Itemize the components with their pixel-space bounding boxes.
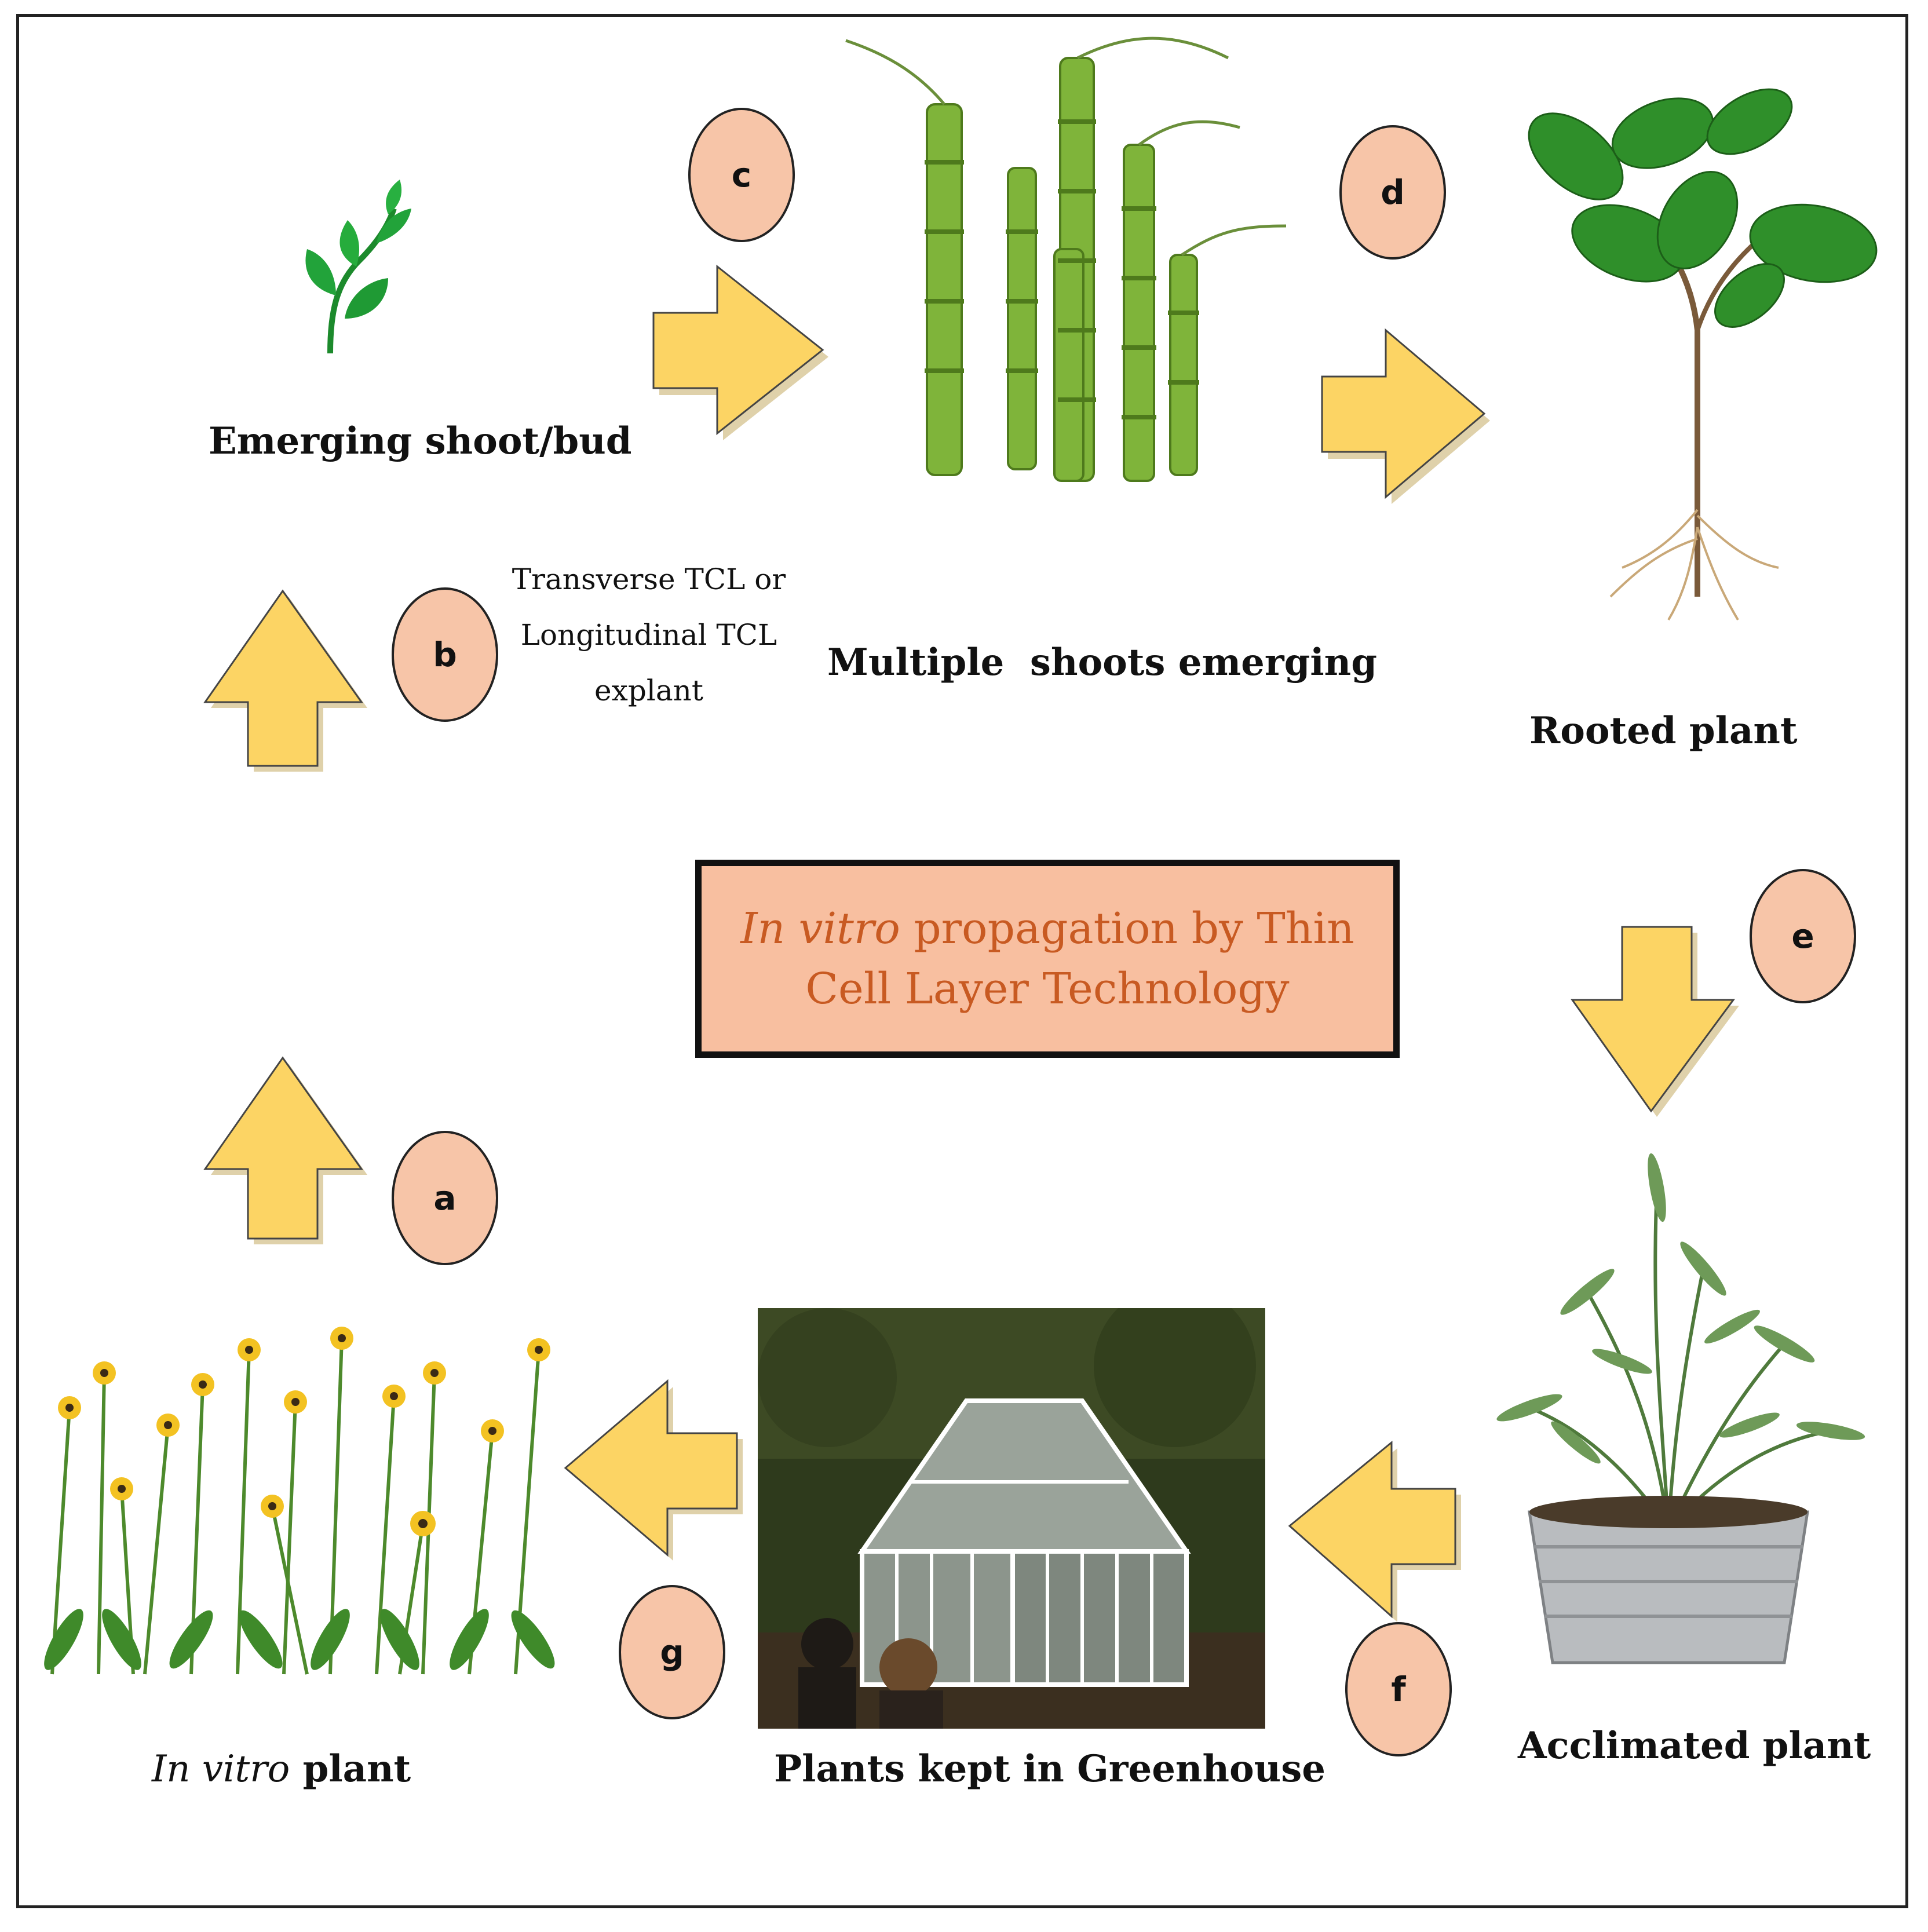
arrow-b-up <box>203 589 367 772</box>
explant-note-line2: Longitudinal TCL <box>520 618 777 652</box>
arrow-a-up <box>203 1056 367 1244</box>
arrow-f-left <box>1288 1440 1461 1622</box>
greenhouse-photo <box>758 1308 1265 1729</box>
step-badge-a: a <box>392 1131 498 1265</box>
step-badge-b: b <box>392 587 498 722</box>
step-badge-e: e <box>1750 869 1856 1003</box>
label-greenhouse: Plants kept in Greenhouse <box>774 1747 1326 1791</box>
label-in-vitro-plant: In vitro plant <box>152 1747 411 1791</box>
title-line2: Cell Layer Technology <box>805 964 1290 1014</box>
label-rooted-plant: Rooted plant <box>1529 709 1798 753</box>
title-italic: In vitro <box>740 904 900 954</box>
step-badge-c: c <box>688 108 795 242</box>
sprout-icon <box>305 180 411 354</box>
potted-rosemary-image <box>1496 1153 1865 1664</box>
arrow-g-left <box>564 1379 743 1561</box>
label-multiple-shoots: Multiple shoots emerging <box>827 641 1377 684</box>
explant-note-line3: explant <box>594 674 703 707</box>
label-in-vitro-rest: plant <box>302 1747 411 1791</box>
explant-note-line1: Transverse TCL or <box>512 563 786 596</box>
yellow-flowers-image <box>44 1327 555 1675</box>
label-in-vitro-italic: In vitro <box>152 1748 290 1791</box>
arrow-d-right <box>1321 328 1490 504</box>
step-badge-g: g <box>619 1585 725 1719</box>
bamboo-shoots-image <box>845 36 1287 482</box>
title-line1-rest: propagation by Thin <box>914 904 1354 954</box>
label-acclimated-plant: Acclimated plant <box>1518 1724 1871 1767</box>
arrow-e-down <box>1571 926 1739 1117</box>
step-badge-f: f <box>1345 1622 1452 1756</box>
label-emerging-shoot: Emerging shoot/bud <box>209 419 632 463</box>
title-line1: In vitro propagation by Thin <box>740 899 1354 959</box>
rooted-plant-image <box>1528 88 1878 621</box>
step-badge-d: d <box>1339 125 1446 260</box>
diagram-frame <box>16 14 1908 1908</box>
arrow-c-right <box>652 264 828 440</box>
title-box: In vitro propagation by Thin Cell Layer … <box>695 860 1400 1058</box>
explant-note: Transverse TCL or Longitudinal TCL expla… <box>510 552 788 718</box>
